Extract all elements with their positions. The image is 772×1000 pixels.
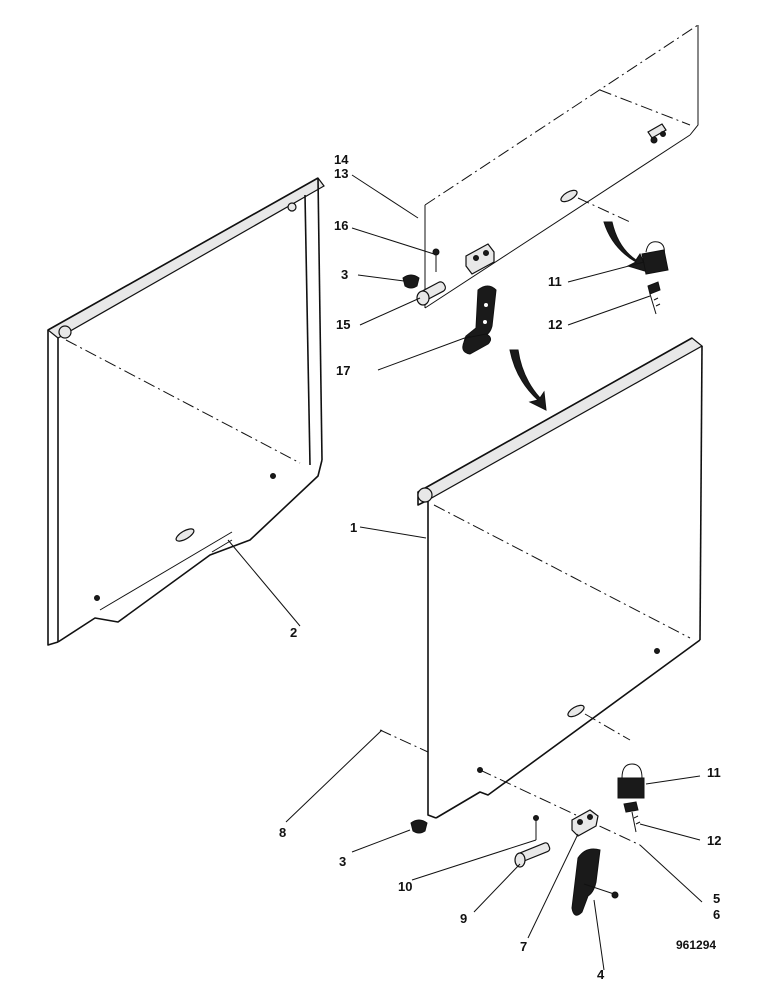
padlock-icon <box>617 763 645 799</box>
door-hinge-bracket <box>465 243 495 275</box>
callout-1: 1 <box>350 520 358 535</box>
callout-8: 8 <box>279 825 287 840</box>
callout-11-upper: 11 <box>548 274 562 289</box>
leader-lines <box>227 174 703 971</box>
upper-hasp-bracket-icon <box>647 123 667 144</box>
callout-9: 9 <box>460 911 468 926</box>
t-handle-icon <box>571 848 619 916</box>
callout-3-lower: 3 <box>339 854 347 869</box>
callout-13: 13 <box>334 166 349 181</box>
callout-12-upper: 12 <box>548 317 563 332</box>
split-pin-icon <box>533 815 539 840</box>
split-pin-icon <box>432 248 440 272</box>
callout-12-lower: 12 <box>707 833 722 848</box>
callout-7: 7 <box>520 939 528 954</box>
callout-4: 4 <box>597 967 605 982</box>
hinge-pin-icon <box>416 281 447 306</box>
callout-11-lower: 11 <box>707 765 721 780</box>
callout-17: 17 <box>336 363 351 378</box>
callout-5: 5 <box>713 891 721 906</box>
right-door-panel <box>379 337 704 846</box>
callout-3-upper: 3 <box>341 267 349 282</box>
callout-15: 15 <box>336 317 351 332</box>
callout-16: 16 <box>334 218 349 233</box>
padlock-icon <box>641 241 669 275</box>
key-icon <box>623 801 641 833</box>
callout-10: 10 <box>398 879 413 894</box>
left-door-panel <box>46 177 325 646</box>
t-handle-icon <box>462 285 497 355</box>
callout-14: 14 <box>334 152 349 167</box>
rubber-buffer-icon <box>410 819 428 834</box>
hasp-bracket-icon <box>571 809 599 837</box>
panel-slot <box>560 189 578 203</box>
callout-6: 6 <box>713 907 721 922</box>
drawing-code: 961294 <box>676 938 717 952</box>
rubber-buffer-icon <box>402 274 420 289</box>
hinge-pin-icon <box>514 842 551 868</box>
callout-2: 2 <box>290 625 298 640</box>
key-icon <box>647 281 661 315</box>
cab-side-panel <box>424 24 699 309</box>
